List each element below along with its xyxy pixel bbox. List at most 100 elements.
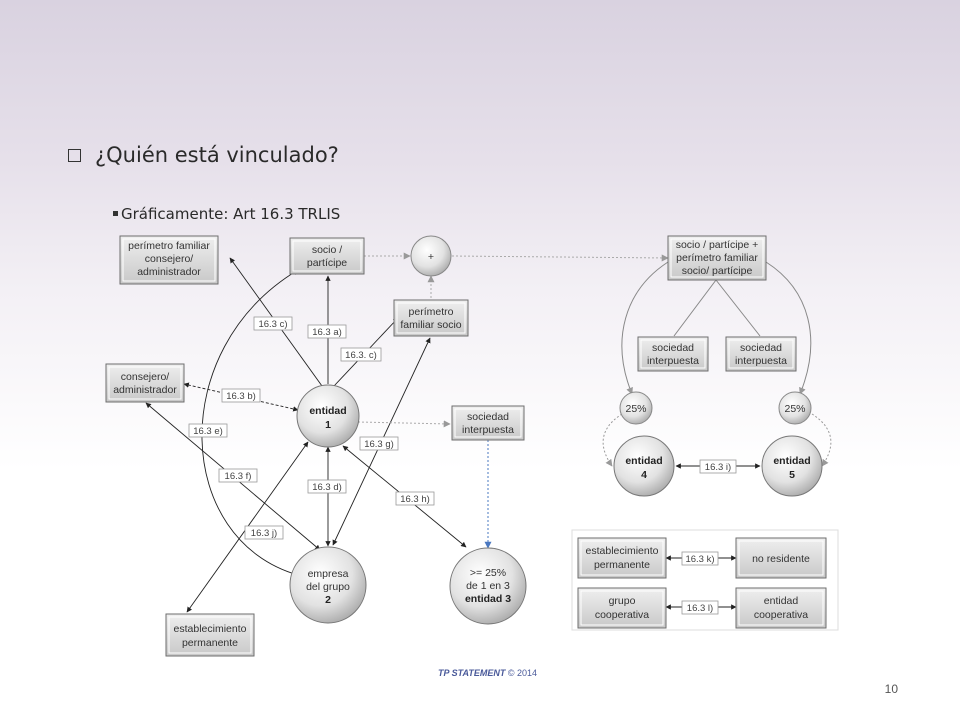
edge-label-j: 16.3 j) (244, 525, 284, 540)
node-consejero-administrador-line2: administrador (113, 384, 177, 396)
node-empresa-grupo-2-line3: 2 (325, 594, 331, 606)
svg-text:16.3 d): 16.3 d) (312, 482, 342, 493)
node-plus-label: + (428, 251, 434, 263)
node-entidad-3-line1: >= 25% (470, 567, 506, 579)
svg-text:16.3. c): 16.3. c) (345, 350, 377, 361)
slide-title-text: ¿Quién está vinculado? (95, 143, 339, 167)
svg-text:16.3 e): 16.3 e) (193, 426, 223, 437)
node-socio-participe-perimetro-line2: perímetro familiar (676, 252, 758, 264)
bottom-right-frame (571, 529, 839, 631)
svg-text:16.3 a): 16.3 a) (312, 327, 342, 338)
edge-label-b: 16.3 b) (221, 388, 261, 403)
node-establecimiento-permanente-1-line1: establecimiento (174, 623, 247, 635)
node-entidad-3-line2: de 1 en 3 (466, 580, 510, 592)
node-perimetro-familiar-consejero-line3: administrador (137, 266, 201, 278)
node-sociedad-interpuesta-a: sociedad interpuesta (637, 336, 709, 372)
node-pct-25-b: 25% (778, 391, 812, 425)
node-sociedad-interpuesta-a-line2: interpuesta (647, 355, 699, 367)
checkbox-bullet-icon (68, 149, 81, 162)
node-entidad-5-line2: 5 (789, 469, 795, 481)
node-socio-participe-perimetro-line3: socio/ partícipe (682, 265, 753, 277)
node-entidad-3-line3: entidad 3 (465, 593, 511, 605)
node-sociedad-interpuesta-a-line1: sociedad (652, 342, 694, 354)
node-entidad-5-line1: entidad (773, 455, 810, 467)
footer-copyright: © 2014 (507, 668, 538, 678)
node-sociedad-interpuesta-b-line2: interpuesta (735, 355, 787, 367)
node-perimetro-familiar-socio-line2: familiar socio (400, 319, 461, 331)
node-entidad-1-line1: entidad (309, 405, 346, 417)
edge-label-k: 16.3 k) (681, 551, 719, 566)
slide-subtitle-text: Gráficamente: Art 16.3 TRLIS (121, 205, 341, 223)
node-socio-participe-line1: socio / (312, 244, 342, 256)
node-perimetro-familiar-socio: perímetro familiar socio (393, 299, 469, 337)
node-perimetro-familiar-socio-line1: perímetro (409, 306, 454, 318)
node-entidad-4-line1: entidad (625, 455, 662, 467)
node-sociedad-interpuesta-1-line2: interpuesta (462, 424, 514, 436)
node-establecimiento-permanente-2-line1: establecimiento (586, 545, 659, 557)
slide-title: ¿Quién está vinculado? (68, 143, 339, 167)
node-no-residente-label: no residente (752, 553, 810, 565)
node-socio-participe-perimetro: socio / partícipe + perímetro familiar s… (667, 235, 767, 281)
svg-text:16.3 j): 16.3 j) (251, 528, 277, 539)
edge-label-e: 16.3 e) (188, 423, 228, 438)
edge-label-g: 16.3 g) (359, 436, 399, 451)
footer: TP STATEMENT © 2014 (438, 668, 537, 678)
node-entidad-cooperativa: entidad cooperativa (735, 587, 827, 629)
node-entidad-1: entidad 1 (296, 384, 360, 448)
svg-text:16.3 k): 16.3 k) (685, 554, 714, 565)
svg-text:16.3 c): 16.3 c) (258, 319, 287, 330)
node-perimetro-familiar-consejero: perímetro familiar consejero/ administra… (119, 235, 219, 285)
edge-label-f: 16.3 f) (218, 468, 258, 483)
node-plus: + (410, 235, 452, 277)
node-establecimiento-permanente-1-line2: permanente (182, 637, 238, 649)
node-entidad-cooperativa-line2: cooperativa (754, 609, 808, 621)
node-socio-participe-perimetro-line1: socio / partícipe + (676, 239, 759, 251)
node-entidad-4: entidad 4 (613, 435, 675, 497)
svg-text:16.3 g): 16.3 g) (364, 439, 394, 450)
node-grupo-cooperativa: grupo cooperativa (577, 587, 667, 629)
node-consejero-administrador: consejero/ administrador (105, 363, 185, 403)
node-entidad-5: entidad 5 (761, 435, 823, 497)
square-bullet-icon (113, 211, 118, 216)
footer-brand: TP STATEMENT (438, 668, 506, 678)
edge-label-d: 16.3 d) (307, 479, 347, 494)
node-perimetro-familiar-consejero-line1: perímetro familiar (128, 240, 210, 252)
node-sociedad-interpuesta-b: sociedad interpuesta (725, 336, 797, 372)
node-establecimiento-permanente-1: establecimiento permanente (165, 613, 255, 657)
svg-text:16.3 b): 16.3 b) (226, 391, 256, 402)
node-pct-25-a: 25% (619, 391, 653, 425)
node-sociedad-interpuesta-1: sociedad interpuesta (451, 405, 525, 441)
node-no-residente: no residente (735, 537, 827, 579)
edge-label-a: 16.3 a) (307, 324, 347, 339)
edge-label-c2: 16.3. c) (340, 347, 382, 362)
node-perimetro-familiar-consejero-line2: consejero/ (145, 253, 194, 265)
node-empresa-grupo-2-line2: del grupo (306, 581, 350, 593)
slide-subtitle: Gráficamente: Art 16.3 TRLIS (113, 205, 340, 223)
node-socio-participe: socio / partícipe (289, 237, 365, 275)
node-entidad-4-line2: 4 (641, 469, 647, 481)
node-grupo-cooperativa-line2: cooperativa (595, 609, 649, 621)
node-establecimiento-permanente-2: establecimiento permanente (577, 537, 667, 579)
node-pct-25-b-label: 25% (784, 403, 805, 415)
node-empresa-grupo-2-line1: empresa (308, 568, 349, 580)
page-number: 10 (884, 682, 898, 696)
svg-text:16.3 l): 16.3 l) (687, 603, 713, 614)
node-establecimiento-permanente-2-line2: permanente (594, 559, 650, 571)
edge-label-i: 16.3 i) (699, 459, 737, 474)
node-sociedad-interpuesta-b-line1: sociedad (740, 342, 782, 354)
node-consejero-administrador-line1: consejero/ (121, 371, 170, 383)
svg-text:16.3 h): 16.3 h) (400, 494, 430, 505)
edge-label-c: 16.3 c) (253, 316, 293, 331)
node-grupo-cooperativa-line1: grupo (609, 595, 636, 607)
node-pct-25-a-label: 25% (625, 403, 646, 415)
node-entidad-1-line2: 1 (325, 419, 331, 431)
svg-text:16.3 i): 16.3 i) (705, 462, 731, 473)
node-entidad-3: >= 25% de 1 en 3 entidad 3 (449, 547, 527, 625)
node-empresa-grupo-2: empresa del grupo 2 (289, 546, 367, 624)
node-socio-participe-line2: partícipe (307, 257, 347, 269)
node-sociedad-interpuesta-1-line1: sociedad (467, 411, 509, 423)
svg-text:16.3 f): 16.3 f) (225, 471, 252, 482)
node-entidad-cooperativa-line1: entidad (764, 595, 799, 607)
edge-label-h: 16.3 h) (395, 491, 435, 506)
